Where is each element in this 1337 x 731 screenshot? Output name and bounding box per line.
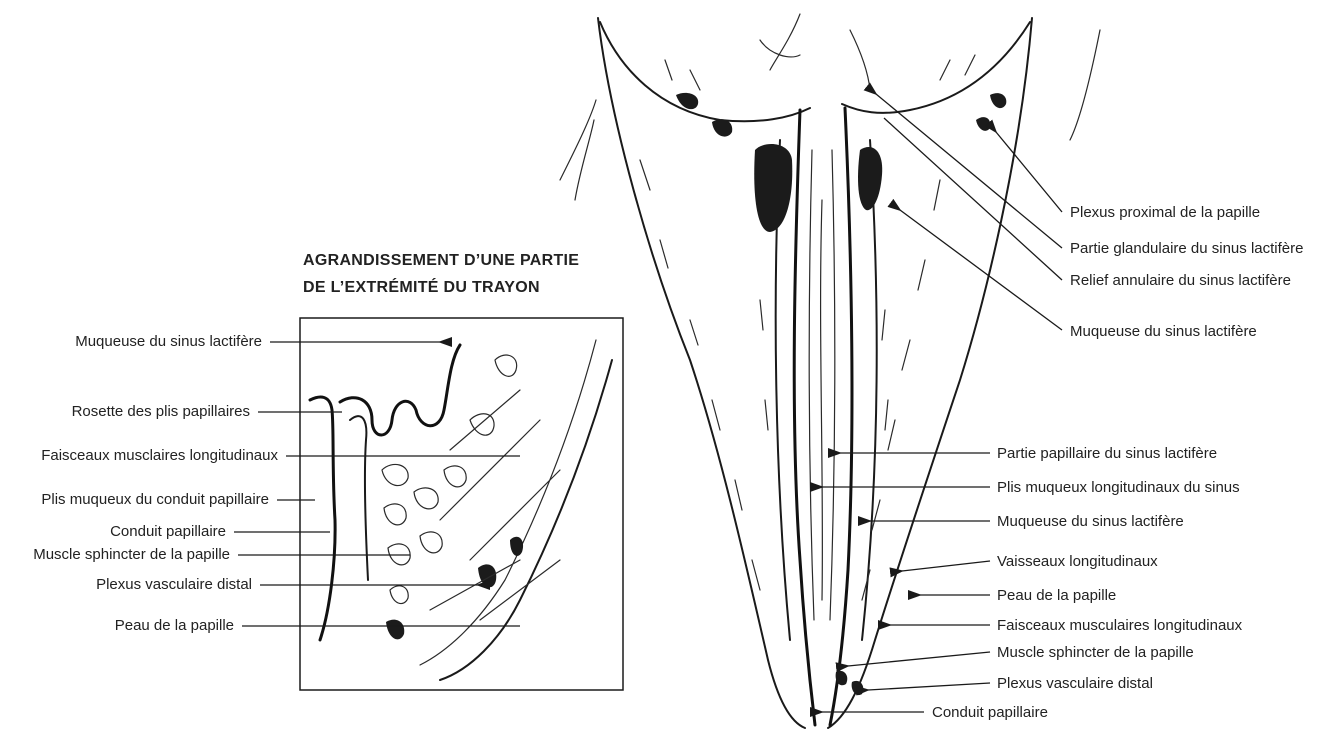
inset-title-line1: AGRANDISSEMENT D’UNE PARTIE <box>303 252 579 269</box>
inset-labels: Muqueuse du sinus lactifère Rosette des … <box>33 333 520 634</box>
main-label-relief-annulaire: Relief annulaire du sinus lactifère <box>1070 272 1291 289</box>
inset-label-faisceaux: Faisceaux musclaires longitudinaux <box>41 447 278 464</box>
inset-label-plexus: Plexus vasculaire distal <box>96 576 252 593</box>
inset-label-conduit: Conduit papillaire <box>110 523 226 540</box>
main-label-conduit: Conduit papillaire <box>932 704 1048 721</box>
inset-label-rosette: Rosette des plis papillaires <box>72 403 250 420</box>
main-labels: Plexus proximal de la papille Partie gla… <box>822 94 1303 721</box>
inset-label-plis-muqueux: Plis muqueux du conduit papillaire <box>41 491 269 508</box>
inset-drawing <box>300 318 623 690</box>
main-label-vaisseaux: Vaisseaux longitudinaux <box>997 553 1158 570</box>
inset-title-line2: DE L’EXTRÉMITÉ DU TRAYON <box>303 277 540 296</box>
inset-frame <box>300 318 623 690</box>
main-label-partie-glandulaire: Partie glandulaire du sinus lactifère <box>1070 240 1303 257</box>
main-label-sphincter: Muscle sphincter de la papille <box>997 644 1194 661</box>
main-label-partie-papillaire: Partie papillaire du sinus lactifère <box>997 445 1217 462</box>
main-label-plis-muqueux: Plis muqueux longitudinaux du sinus <box>997 479 1240 496</box>
main-label-faisceaux: Faisceaux musculaires longitudinaux <box>997 617 1243 634</box>
main-label-plexus-proximal: Plexus proximal de la papille <box>1070 204 1260 221</box>
inset-label-sphincter: Muscle sphincter de la papille <box>33 546 230 563</box>
main-label-plexus-distal: Plexus vasculaire distal <box>997 675 1153 692</box>
main-label-muqueuse-bottom: Muqueuse du sinus lactifère <box>997 513 1184 530</box>
inset-label-peau: Peau de la papille <box>115 617 234 634</box>
main-label-muqueuse-top: Muqueuse du sinus lactifère <box>1070 323 1257 340</box>
main-label-peau: Peau de la papille <box>997 587 1116 604</box>
inset-label-muqueuse: Muqueuse du sinus lactifère <box>75 333 262 350</box>
